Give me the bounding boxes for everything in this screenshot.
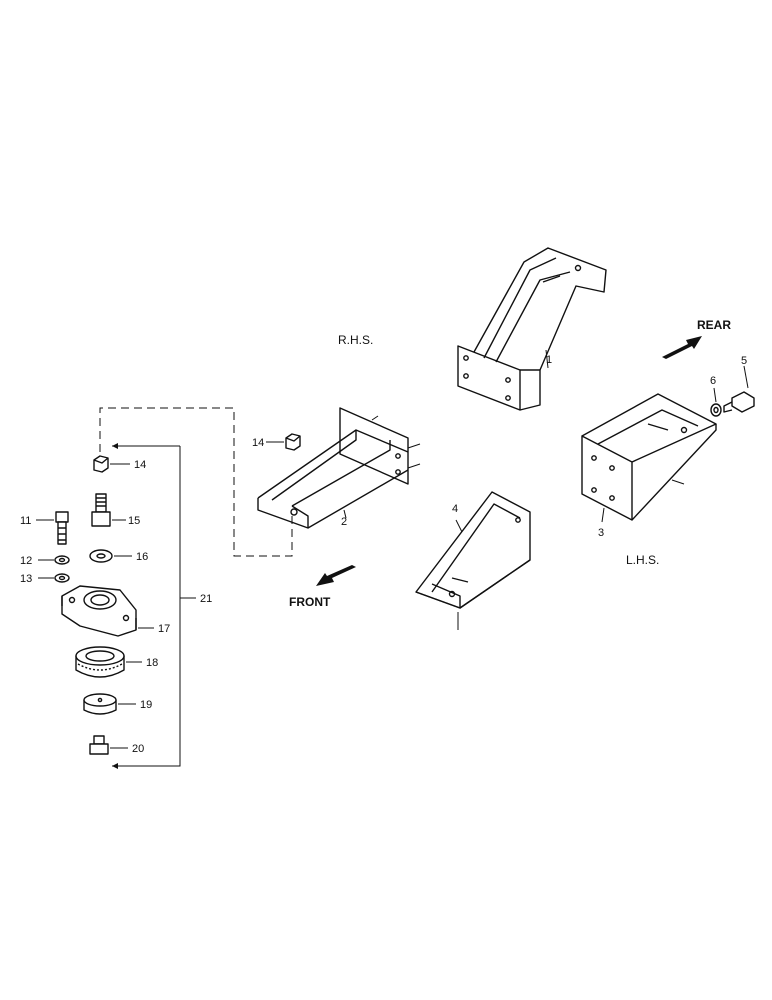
callout-13: 13 xyxy=(20,573,32,585)
rear-arrow-icon xyxy=(662,336,702,359)
callout-14-lower: 14 xyxy=(134,459,146,471)
part-3-bracket: 3 xyxy=(581,393,717,539)
callout-6: 6 xyxy=(710,375,716,387)
front-label: FRONT xyxy=(289,595,331,609)
callout-5: 5 xyxy=(741,355,747,367)
part-14-nut-lower: 14 xyxy=(93,455,146,473)
front-direction-indicator: FRONT xyxy=(289,565,356,609)
part-20-screw: 20 xyxy=(89,735,144,755)
callout-14-upper: 14 xyxy=(252,437,264,449)
part-13-lock-washer: 13 xyxy=(20,573,70,585)
rear-label: REAR xyxy=(697,318,731,332)
callout-20: 20 xyxy=(132,743,144,755)
part-12-washer: 12 xyxy=(20,555,70,567)
part-5-bolt: 5 xyxy=(723,355,755,413)
lhs-heading: L.H.S. xyxy=(626,553,659,567)
part-4-bracket: 4 xyxy=(415,491,531,630)
part-14-nut-upper: 14 xyxy=(252,433,301,451)
callout-18: 18 xyxy=(146,657,158,669)
callout-4: 4 xyxy=(452,503,458,515)
callout-12: 12 xyxy=(20,555,32,567)
front-arrow-icon xyxy=(316,565,356,586)
callout-2: 2 xyxy=(341,516,347,528)
callout-15: 15 xyxy=(128,515,140,527)
callout-11: 11 xyxy=(20,515,31,527)
callout-1: 1 xyxy=(546,354,552,366)
part-16-washer: 16 xyxy=(89,549,148,563)
part-6-washer: 6 xyxy=(710,375,722,417)
part-1-bracket: 1 xyxy=(457,247,607,411)
callout-3: 3 xyxy=(598,527,604,539)
part-19-base-plate: 19 xyxy=(83,693,152,715)
callout-16: 16 xyxy=(136,551,148,563)
rear-direction-indicator: REAR xyxy=(662,318,731,359)
part-11-bolt: 11 xyxy=(20,511,69,545)
callout-21: 21 xyxy=(200,593,212,605)
part-15-stud: 15 xyxy=(91,493,140,527)
callout-19: 19 xyxy=(140,699,152,711)
part-21-assembly-bracket: 21 xyxy=(112,443,212,769)
assembly-dashed-leader xyxy=(99,407,293,557)
callout-17: 17 xyxy=(158,623,170,635)
part-17-mount-flange: 17 xyxy=(61,585,170,637)
rhs-heading: R.H.S. xyxy=(338,333,373,347)
part-2-bracket: 2 xyxy=(257,407,421,529)
part-18-rubber-element: 18 xyxy=(75,646,158,678)
